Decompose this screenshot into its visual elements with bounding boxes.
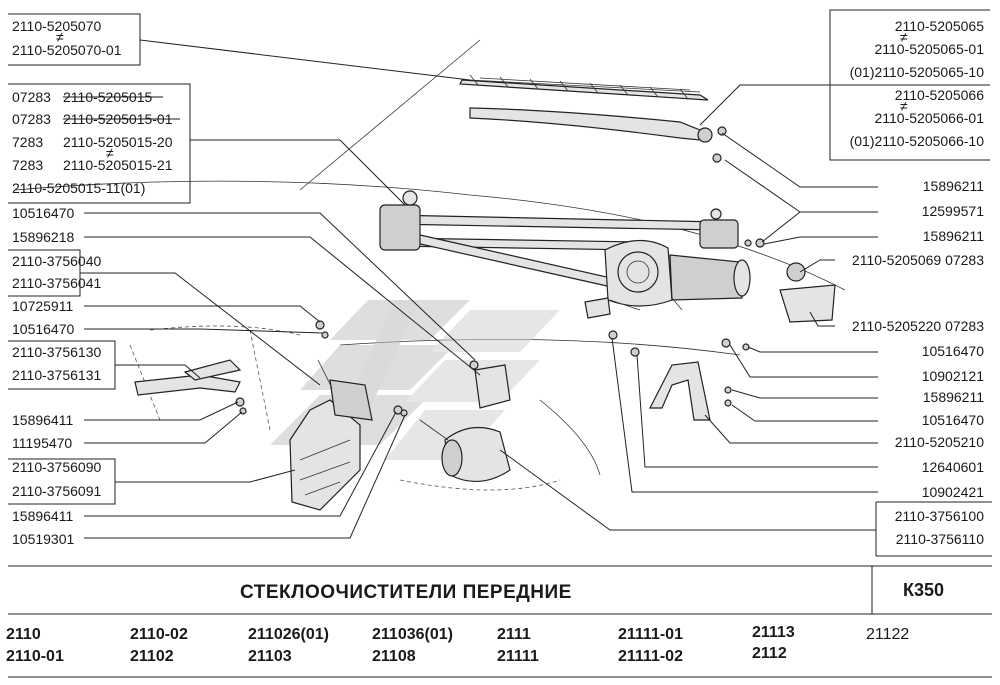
right-leader-lines <box>499 84 878 531</box>
part-label: 07283 <box>12 111 51 127</box>
washer-hose-bracket <box>474 364 511 409</box>
not-equal-sign: ≠ <box>106 145 114 161</box>
part-label: 2110-5205220 07283 <box>852 318 984 334</box>
part-label: 12599571 <box>922 203 985 219</box>
not-equal-sign: ≠ <box>900 98 908 114</box>
part-label: 2110-5205065 <box>895 18 984 34</box>
part-label: (01)2110-5205065-10 <box>850 64 985 80</box>
model-label: 21102 <box>130 648 174 665</box>
not-equal-sign: ≠ <box>56 29 64 45</box>
part-label: 11195470 <box>12 435 72 451</box>
model-label: 211026(01) <box>248 626 329 643</box>
footer: СТЕКЛООЧИСТИТЕЛИ ПЕРЕДНИЕ К350 2110 2110… <box>6 565 992 678</box>
part-label: 10516470 <box>922 412 985 428</box>
part-label: 10516470 <box>12 205 75 221</box>
model-label: 2110 <box>6 626 41 643</box>
part-label: 10902421 <box>922 484 985 500</box>
part-label: 10519301 <box>12 531 75 547</box>
part-label: 15896411 <box>12 412 73 428</box>
part-label: 2110-5205210 <box>895 434 984 450</box>
part-label: 2110-5205070 <box>12 18 101 34</box>
not-equal-sign: ≠ <box>900 29 908 45</box>
page-title: СТЕКЛООЧИСТИТЕЛИ ПЕРЕДНИЕ <box>240 582 572 603</box>
part-label: 15896218 <box>12 229 75 245</box>
part-label: 7283 <box>12 134 43 150</box>
part-label: 2110-5205066 <box>895 87 984 103</box>
model-label: 2110-02 <box>130 626 188 643</box>
part-label: 10902121 <box>922 368 985 384</box>
model-label: 2110-01 <box>6 648 64 665</box>
part-label: 10516470 <box>922 343 985 359</box>
model-label: 21108 <box>372 648 416 665</box>
part-label: 2110-3756100 <box>895 508 984 524</box>
wiper-arm-rear <box>134 359 242 396</box>
model-label: 21103 <box>248 648 292 665</box>
washer-pump-motor <box>419 419 511 483</box>
part-label: 15896211 <box>923 178 984 194</box>
right-brackets <box>829 9 992 557</box>
wiper-linkage <box>379 190 739 289</box>
wiper-motor-front <box>584 239 751 319</box>
part-label: 15896411 <box>12 508 73 524</box>
part-label: 2110-3756131 <box>12 367 101 383</box>
model-label: 21111-01 <box>618 626 683 643</box>
part-label: 2110-5205070-01 <box>12 42 122 58</box>
model-label: 2112 <box>752 645 787 662</box>
model-label: 21122 <box>866 626 909 643</box>
part-label: 2110-3756040 <box>12 253 101 269</box>
part-label: 2110-3756090 <box>12 459 101 475</box>
model-label: 21113 <box>752 624 795 641</box>
part-label: 10516470 <box>12 321 75 337</box>
part-label: 2110-3756091 <box>12 483 101 499</box>
part-label: 2110-3756041 <box>12 275 101 291</box>
page-code: К350 <box>903 580 944 600</box>
part-label: 2110-5205069 07283 <box>852 252 984 268</box>
part-label: 2110-5205015-20 <box>63 134 173 150</box>
part-label: 15896211 <box>923 228 984 244</box>
part-label: 10725911 <box>12 298 73 314</box>
part-label: 2110-5205015-21 <box>63 157 173 173</box>
motor-bracket-right <box>779 262 836 323</box>
model-label: 211036(01) <box>372 626 453 643</box>
model-label: 2111 <box>497 626 531 643</box>
part-label: 12640601 <box>922 459 985 475</box>
part-label: 15896211 <box>923 389 984 405</box>
model-label: 21111 <box>497 648 539 665</box>
part-label: 2110-3756130 <box>12 344 101 360</box>
right-callouts: 2110-5205065 ≠ 2110-5205065-01 (01)2110-… <box>850 18 985 547</box>
part-label: 2110-5205015-11(01) <box>12 180 145 196</box>
part-label: 7283 <box>12 157 43 173</box>
part-label: (01)2110-5205066-10 <box>850 133 985 149</box>
left-leader-lines <box>80 39 481 539</box>
wiper-arm-front <box>469 107 713 143</box>
bracket-lower <box>649 361 711 421</box>
wiper-blade-front <box>459 74 709 101</box>
model-label: 21111-02 <box>618 648 683 665</box>
part-label: 2110-5205065-01 <box>874 41 984 57</box>
part-label: 07283 <box>12 89 51 105</box>
left-callouts: 2110-5205070 ≠ 2110-5205070-01 07283 211… <box>12 18 180 547</box>
part-label: 2110-5205066-01 <box>874 110 984 126</box>
washer-reservoir <box>289 359 373 511</box>
part-label: 2110-3756110 <box>896 531 984 547</box>
